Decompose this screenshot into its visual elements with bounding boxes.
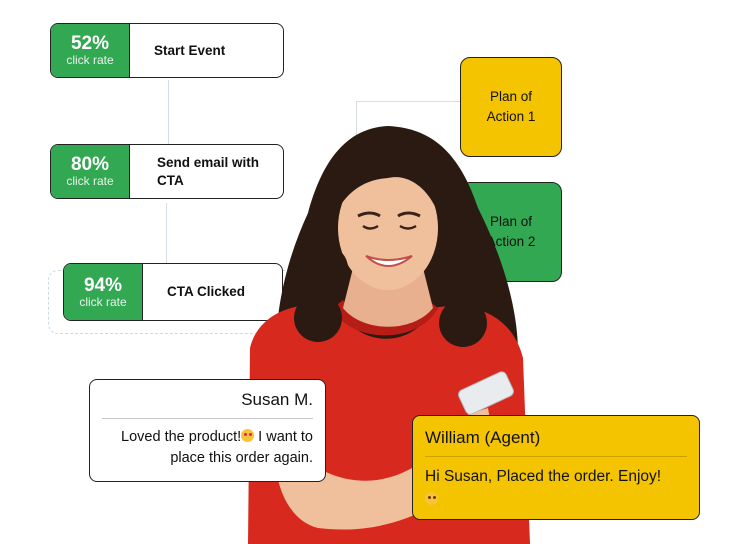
customer-message-text: Loved the product! — [121, 429, 242, 445]
smile-emoji-icon — [425, 492, 438, 505]
divider — [102, 418, 313, 419]
customer-message-tail: I want to place this order again. — [170, 429, 313, 466]
connector-line — [168, 80, 169, 144]
customer-message: Loved the product! I want to place this … — [102, 427, 313, 469]
flow-step-start-event[interactable]: 52% click rate Start Event — [50, 23, 284, 78]
agent-chat-bubble: William (Agent) Hi Susan, Placed the ord… — [412, 415, 700, 520]
click-rate-badge: 52% click rate — [51, 24, 130, 77]
plan-of-action-1[interactable]: Plan of Action 1 — [460, 57, 562, 157]
connector-line — [166, 203, 167, 263]
click-rate-value: 80% — [70, 154, 110, 175]
customer-name: Susan M. — [241, 390, 313, 409]
flow-step-label: CTA Clicked — [167, 284, 246, 299]
flow-step-send-email[interactable]: 80% click rate Send email with CTA — [50, 144, 284, 199]
agent-message-text: Hi Susan, Placed the order. Enjoy! — [425, 468, 662, 485]
flow-step-cta-clicked[interactable]: 94% click rate CTA Clicked — [63, 263, 283, 321]
click-rate-label: click rate — [66, 53, 114, 67]
click-rate-badge: 94% click rate — [64, 264, 143, 320]
connector-line — [356, 101, 357, 141]
divider — [425, 456, 687, 457]
click-rate-value: 94% — [83, 274, 123, 296]
click-rate-value: 52% — [70, 33, 110, 54]
connector-line — [356, 101, 460, 102]
customer-chat-bubble: Susan M. Loved the product! I want to pl… — [89, 379, 326, 482]
flow-step-label: Start Event — [154, 42, 226, 58]
flow-step-label: Send email with CTA — [157, 154, 260, 188]
agent-name: William (Agent) — [425, 428, 541, 447]
click-rate-label: click rate — [66, 174, 114, 188]
plan-label: Plan of Action 2 — [486, 214, 536, 249]
click-rate-badge: 80% click rate — [51, 145, 130, 198]
heart-eyes-emoji-icon — [241, 429, 255, 442]
plan-label: Plan of Action 1 — [486, 89, 536, 124]
click-rate-label: click rate — [79, 294, 127, 309]
agent-message: Hi Susan, Placed the order. Enjoy! — [425, 465, 665, 511]
